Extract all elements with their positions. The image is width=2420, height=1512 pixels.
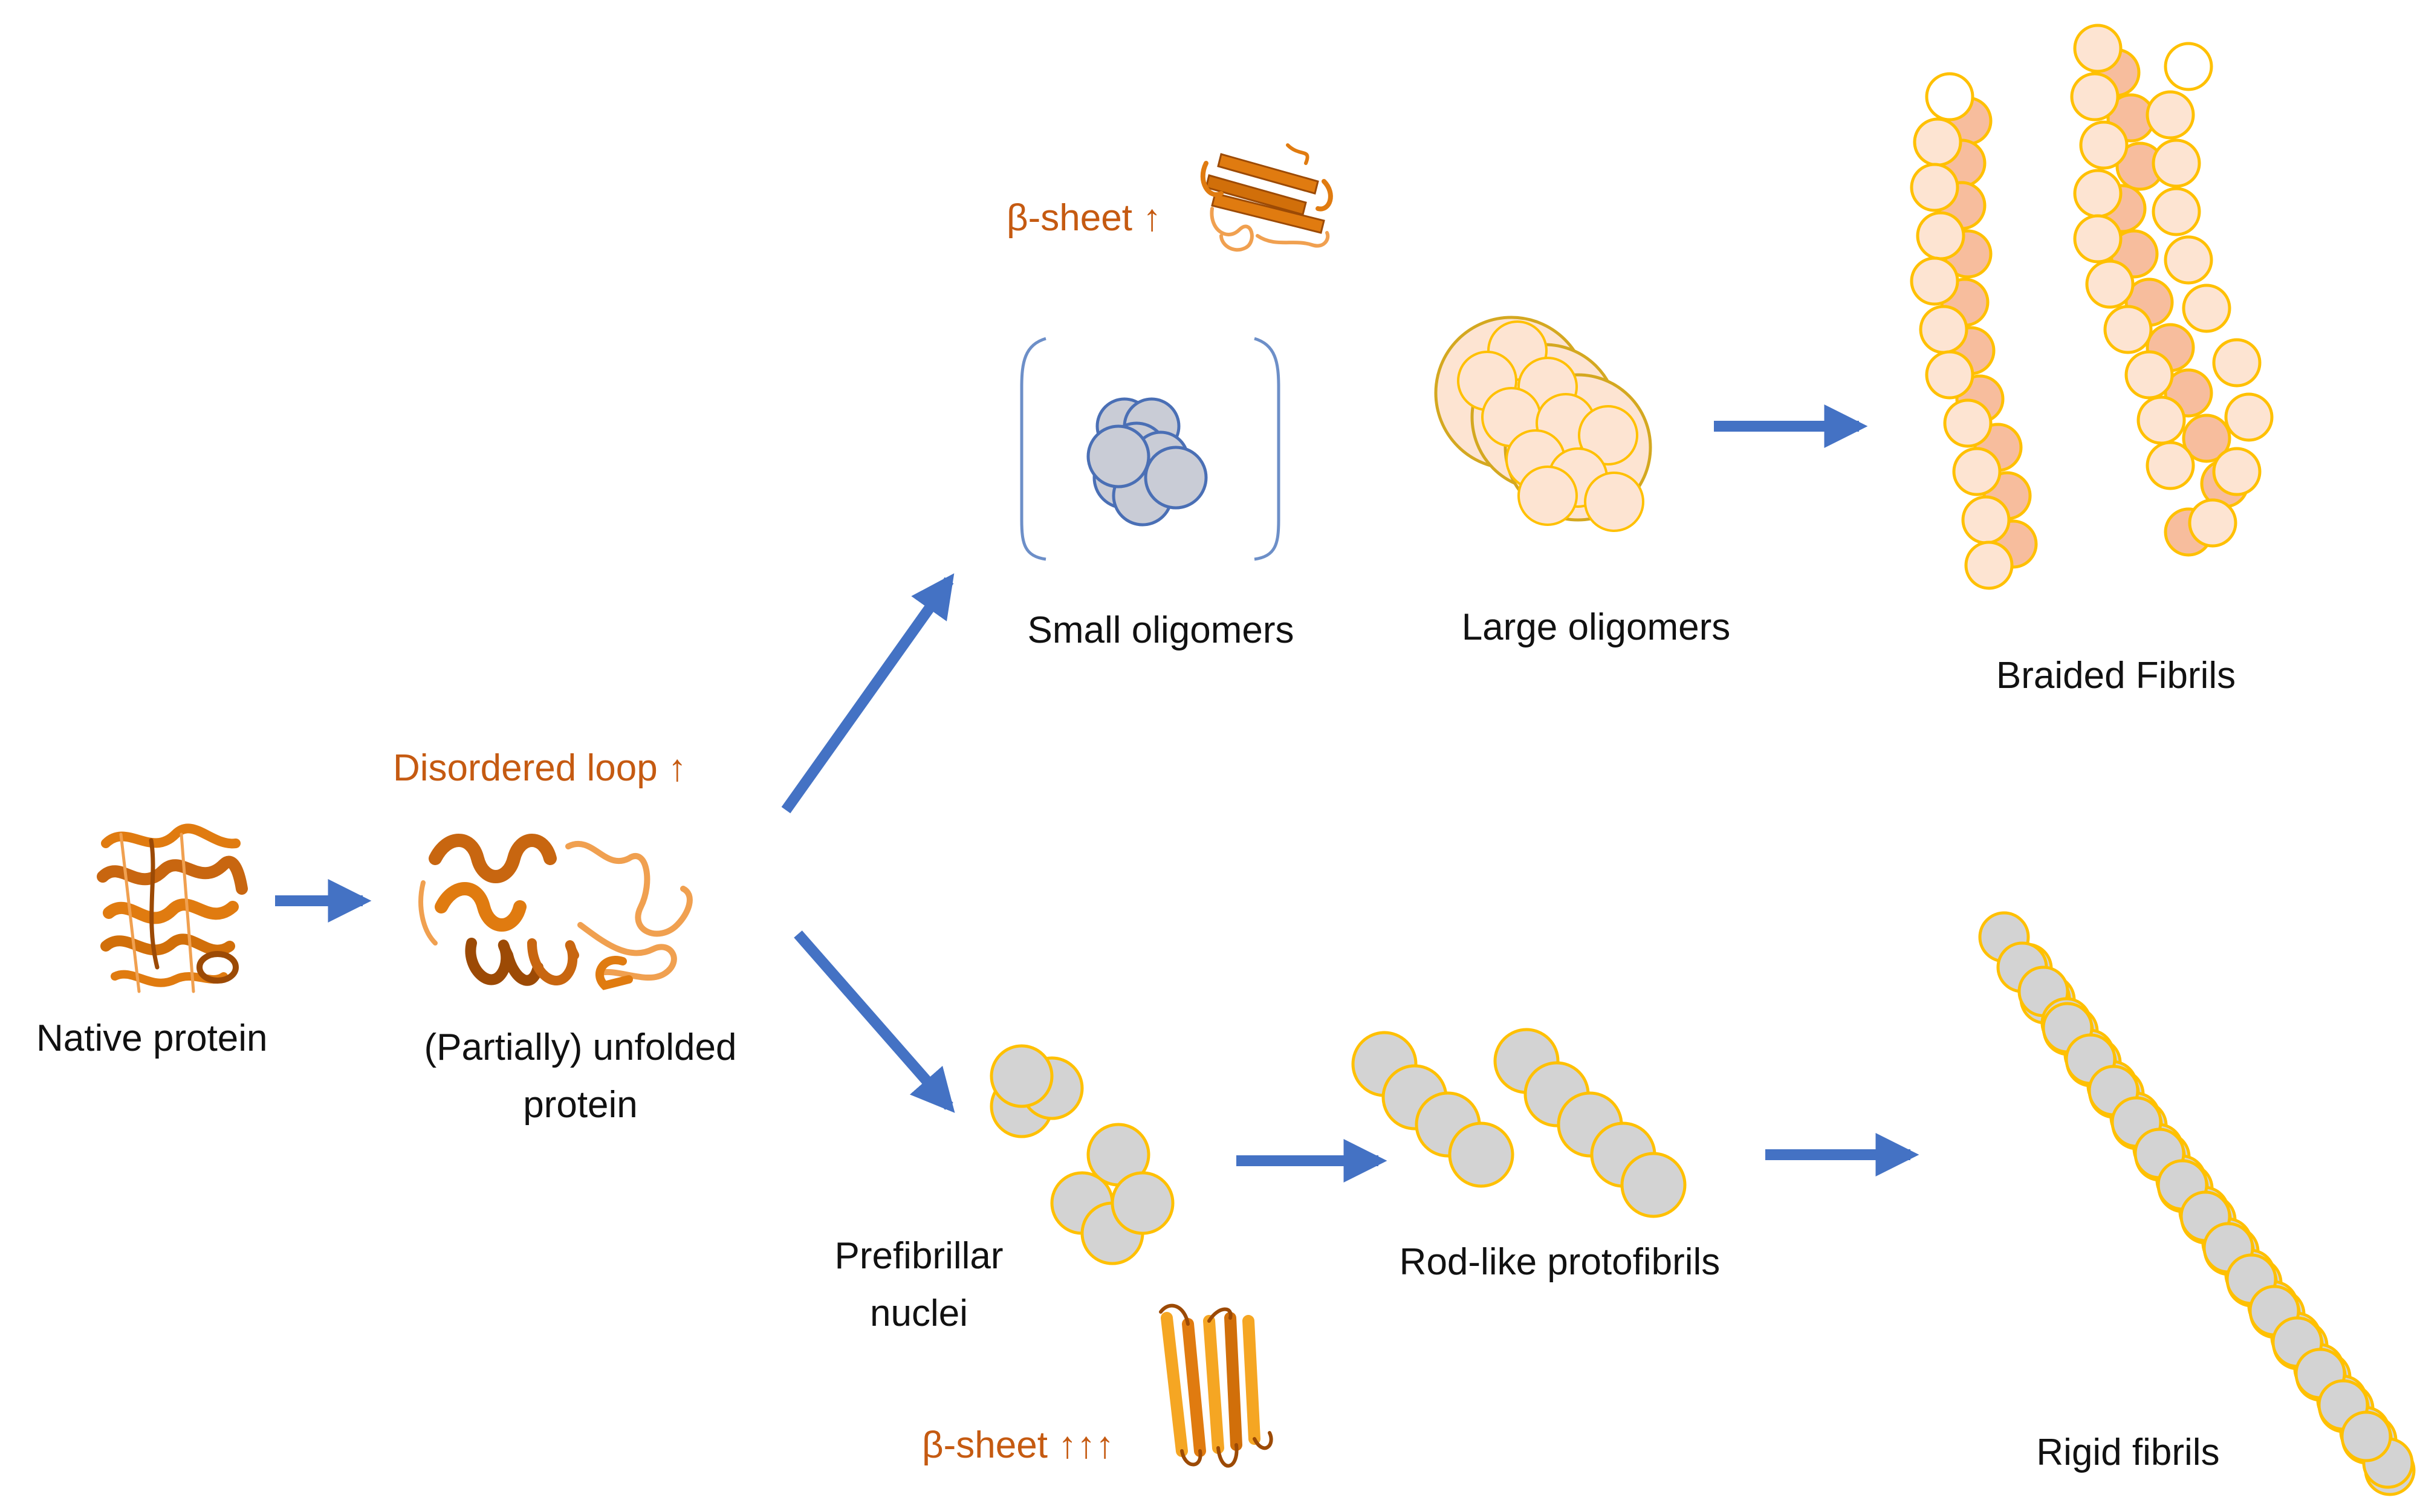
- rigid-fibril-bead: [2340, 1410, 2392, 1462]
- label-small-oligomers: Small oligomers: [1027, 609, 1294, 651]
- label-prefibrillar-line2: nuclei: [870, 1293, 968, 1334]
- braided-fibrils: [1910, 24, 2274, 590]
- label-unfolded-line1: (Partially) unfolded: [424, 1027, 737, 1068]
- label-large-oligomers: Large oligomers: [1461, 606, 1731, 648]
- arrow-unfolded-to-small-oligomers: [781, 573, 955, 814]
- annotation-beta-sheet-up3: β-sheet ↑↑↑: [922, 1424, 1115, 1466]
- unfolded-protein-structure-icon: [418, 834, 693, 990]
- label-prefibrillar-line1: Prefibrillar: [834, 1235, 1004, 1277]
- native-protein-structure-icon: [97, 823, 248, 993]
- label-braided-fibrils: Braided Fibrils: [1996, 655, 2236, 696]
- beta-sheet-stack-structure-icon: [1159, 1303, 1273, 1468]
- left-bracket: [1020, 337, 1046, 561]
- label-rigid-fibrils: Rigid fibrils: [2036, 1432, 2220, 1473]
- beta-sheet-structure-icon: [1200, 143, 1333, 252]
- annotation-beta-sheet-up: β-sheet ↑: [1007, 197, 1162, 239]
- rod-like-protofibrils: [1351, 1028, 1687, 1218]
- small-oligomers-cluster: [1020, 337, 1280, 561]
- label-rod-like-protofibrils: Rod-like protofibrils: [1399, 1241, 1721, 1283]
- large-oligomers-cluster: [1434, 316, 1652, 532]
- rigid-fibrils: [1978, 911, 2416, 1496]
- right-bracket: [1254, 337, 1280, 561]
- annotation-disordered-loop: Disordered loop ↑: [393, 747, 687, 789]
- label-unfolded-line2: protein: [523, 1084, 638, 1126]
- arrows: [275, 404, 1919, 1183]
- arrow-unfolded-to-prefibrillar: [794, 930, 955, 1113]
- label-native-protein: Native protein: [36, 1017, 268, 1059]
- prefibrillar-nuclei: [990, 1044, 1175, 1265]
